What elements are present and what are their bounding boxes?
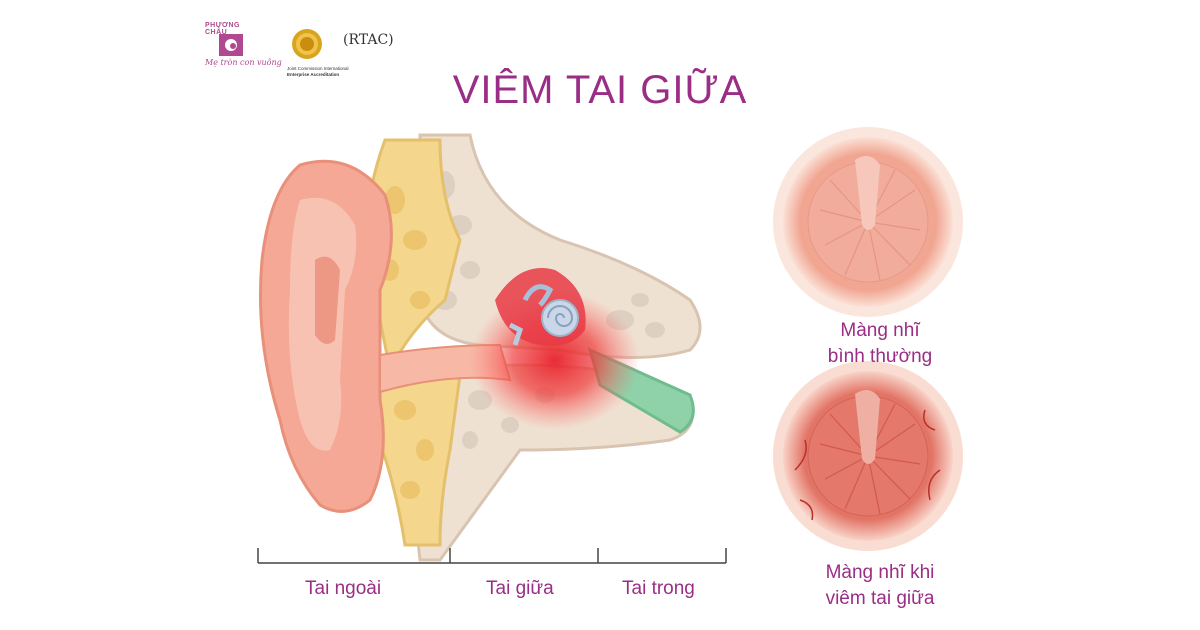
normal-eardrum	[773, 127, 963, 317]
inflamed-eardrum	[773, 361, 963, 551]
logo-bar: PHƯƠNG CHÂU Mẹ tròn con vuông Joint Comm…	[205, 22, 395, 78]
page-title: VIÊM TAI GIỮA	[452, 68, 748, 112]
brand-logo: PHƯƠNG CHÂU Mẹ tròn con vuông	[205, 22, 282, 78]
brand-name: PHƯƠNG CHÂU	[205, 22, 241, 36]
rtac-logo: (RTAC)	[343, 32, 394, 48]
inflamed-caption-line1: Màng nhĩ khi	[825, 562, 935, 583]
cochlea	[508, 284, 579, 346]
brand-slogan: Mẹ tròn con vuông	[205, 58, 282, 67]
gold-seal-icon	[292, 29, 322, 59]
normal-caption-line2: bình thường	[827, 346, 933, 367]
region-label-middle: Tai giữa	[486, 578, 554, 599]
normal-eardrum-caption: Màng nhĩ bình thường	[770, 318, 990, 370]
rtac-text: RTAC	[348, 32, 389, 48]
region-label-outer: Tai ngoài	[305, 578, 382, 599]
accreditation-line2: Enterprise Accreditation	[287, 72, 340, 77]
region-brackets	[257, 548, 727, 564]
temporal-bone	[415, 133, 702, 562]
inflamed-eardrum-caption: Màng nhĩ khi viêm tai giữa	[770, 560, 990, 612]
jci-badge: Joint Commission International Enterpris…	[277, 26, 349, 77]
accreditation-line1: Joint Commission International	[287, 66, 349, 71]
normal-caption-line1: Màng nhĩ	[840, 320, 920, 341]
region-label-inner: Tai trong	[622, 578, 695, 599]
inflamed-caption-line2: viêm tai giữa	[825, 588, 935, 609]
brand-mark-icon	[219, 34, 243, 56]
outer-ear	[258, 159, 393, 513]
